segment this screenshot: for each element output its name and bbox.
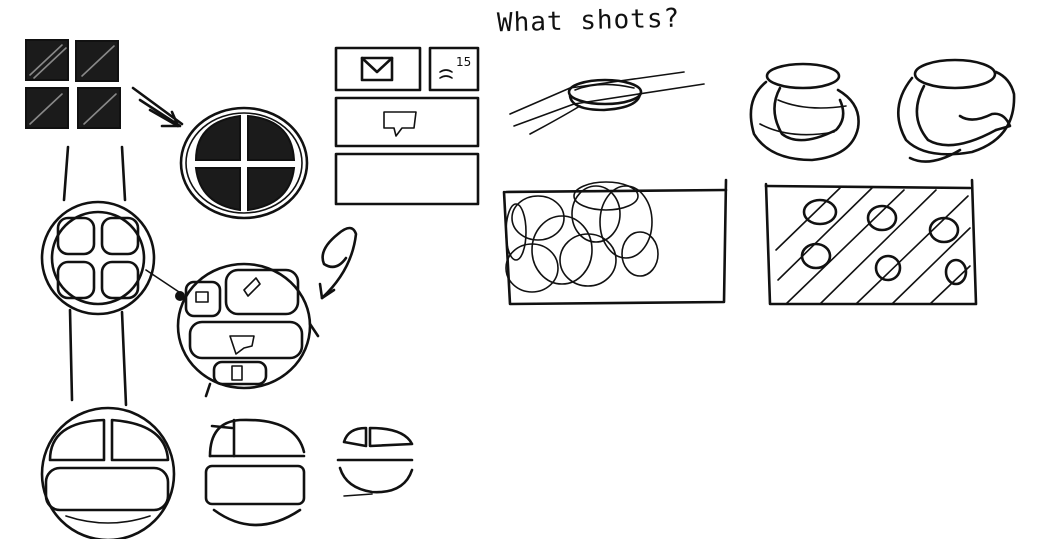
tile-grid-squares [25,39,121,129]
panel-diagonal-lines [764,178,978,306]
message-tile [334,96,480,148]
temperature-tile [428,46,480,92]
panel-bubbles [502,178,728,306]
mail-tile [334,46,422,92]
round-app-face [176,262,320,398]
wrist-watch-front-1 [749,62,860,162]
arrow-to-round-tiles [131,86,184,128]
wrist-watch-front-2 [896,58,1016,163]
bottom-round-face-large [40,406,176,539]
bottom-round-face-medium [204,418,306,527]
wrist-watch-side-view [509,71,705,135]
round-tile-face [179,106,309,220]
watch-with-strap [40,145,185,407]
blank-tile [334,152,480,206]
rect-tile-mockup: 15 [334,46,480,206]
tile-badge-number: 15 [456,55,471,69]
tile-square [77,87,121,129]
curl-arrow [318,226,358,300]
bottom-round-face-small [336,426,414,497]
